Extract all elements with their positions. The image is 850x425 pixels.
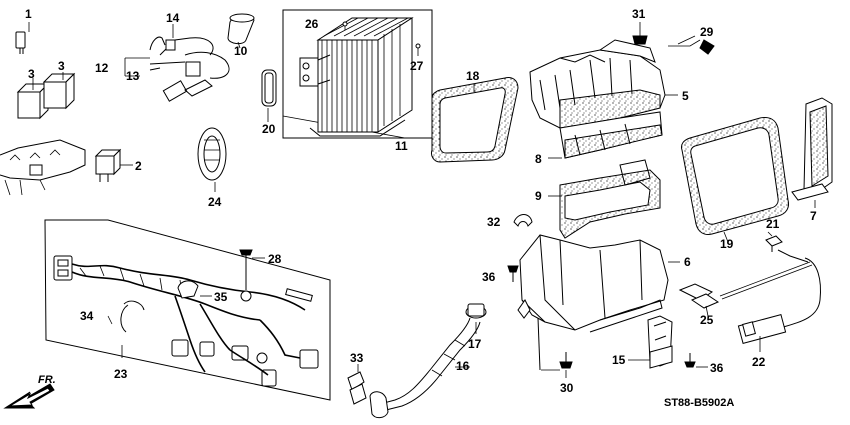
evaporator-11 xyxy=(282,9,433,139)
case-bottom-6 xyxy=(517,234,680,333)
part-label-8: 8 xyxy=(535,152,542,166)
part-label-28: 28 xyxy=(268,252,282,266)
screw-36a xyxy=(507,265,519,282)
part-label-35: 35 xyxy=(214,290,228,304)
part-label-3a: 3 xyxy=(28,67,35,81)
front-direction-arrow xyxy=(3,383,55,409)
gasket-19 xyxy=(681,117,789,243)
part-label-15: 15 xyxy=(612,353,626,367)
relay-group xyxy=(0,22,133,196)
part-label-5: 5 xyxy=(682,89,689,103)
front-direction-label: FR. xyxy=(38,374,56,386)
part-label-36b: 36 xyxy=(710,361,724,375)
part-label-17: 17 xyxy=(468,337,482,351)
part-label-25: 25 xyxy=(700,313,714,327)
gasket-20 xyxy=(261,69,277,122)
part-label-6: 6 xyxy=(684,255,691,269)
case-lower-9 xyxy=(548,159,661,239)
expansion-valve-group xyxy=(124,24,230,102)
part-label-9: 9 xyxy=(535,189,542,203)
tube-10 xyxy=(227,13,255,49)
part-label-36a: 36 xyxy=(482,270,496,284)
part-label-24: 24 xyxy=(208,195,222,209)
part-label-18: 18 xyxy=(466,69,480,83)
part-label-12: 12 xyxy=(95,61,109,75)
part-label-13: 13 xyxy=(126,69,140,83)
part-label-21: 21 xyxy=(766,217,780,231)
diagram-code: ST88-B5902A xyxy=(664,397,734,409)
thermistor-group xyxy=(678,235,821,352)
part-label-11: 11 xyxy=(395,139,408,153)
part-label-26: 26 xyxy=(305,17,319,31)
part-labels: 1 2 3 3 5 6 7 8 9 10 11 12 13 14 15 16 1… xyxy=(25,7,817,409)
part-label-31: 31 xyxy=(632,7,646,21)
part-label-16: 16 xyxy=(456,359,470,373)
screw-30 xyxy=(537,317,573,378)
clip-32 xyxy=(513,214,533,227)
part-label-20: 20 xyxy=(262,122,276,136)
side-seal-7 xyxy=(791,97,833,208)
part-label-19: 19 xyxy=(720,237,734,251)
wire-harness-23 xyxy=(44,219,331,401)
part-label-23: 23 xyxy=(114,367,128,381)
part-label-7: 7 xyxy=(810,209,817,223)
gasket-18 xyxy=(431,77,519,163)
part-label-14: 14 xyxy=(166,11,180,25)
part-label-29: 29 xyxy=(700,25,714,39)
part-label-10: 10 xyxy=(234,44,248,58)
bracket-15 xyxy=(628,315,708,369)
part-label-34: 34 xyxy=(80,309,94,323)
part-label-2: 2 xyxy=(135,159,142,173)
case-middle-8 xyxy=(548,111,663,159)
drain-hose-16 xyxy=(369,303,487,419)
part-label-33: 33 xyxy=(350,351,364,365)
part-label-1: 1 xyxy=(25,7,32,21)
part-label-32: 32 xyxy=(487,215,501,229)
grommet-24 xyxy=(197,127,227,192)
clip-33 xyxy=(347,364,367,405)
part-label-3b: 3 xyxy=(58,59,65,73)
part-label-30: 30 xyxy=(560,381,574,395)
leader-lines xyxy=(632,22,773,237)
part-label-22: 22 xyxy=(752,355,766,369)
part-label-27: 27 xyxy=(410,59,424,73)
